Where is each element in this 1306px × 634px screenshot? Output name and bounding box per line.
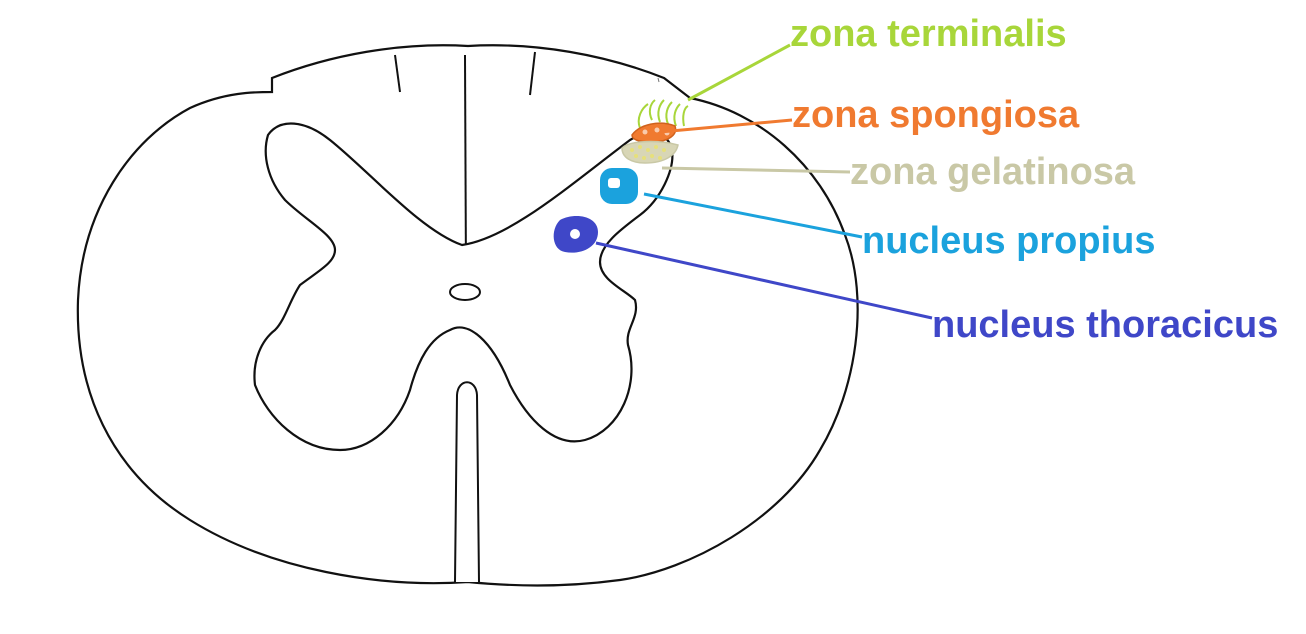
nucleus-propius-label: nucleus propius: [862, 220, 1156, 262]
nucleus-thoracicus-leader-line: [595, 241, 933, 320]
posterior-intermediate-sulcus-right: [529, 51, 536, 96]
tick-mark: [657, 77, 660, 83]
zona-gelatinosa-region: [621, 140, 679, 164]
zona-spongiosa-region: [631, 122, 677, 143]
nucleus-propius-leader-line: [643, 192, 863, 239]
zona-spongiosa-label: zona spongiosa: [792, 94, 1080, 136]
zona-terminalis-label: zona terminalis: [790, 13, 1067, 55]
nucleus-thoracicus-label: nucleus thoracicus: [932, 304, 1279, 346]
anterior-median-fissure: [454, 381, 480, 583]
posterior-median-sulcus: [464, 54, 467, 281]
nucleus-thoracicus-marker: [553, 216, 598, 253]
central-canal: [449, 283, 481, 301]
posterior-intermediate-sulcus-left: [394, 54, 401, 93]
zona-terminalis-region: [637, 99, 689, 129]
zona-gelatinosa-label: zona gelatinosa: [850, 151, 1136, 193]
zona-terminalis-leader-line: [687, 43, 791, 102]
nucleus-propius-marker: [600, 168, 638, 204]
zona-spongiosa-leader-line: [659, 118, 793, 134]
zona-gelatinosa-leader-line: [661, 166, 851, 174]
